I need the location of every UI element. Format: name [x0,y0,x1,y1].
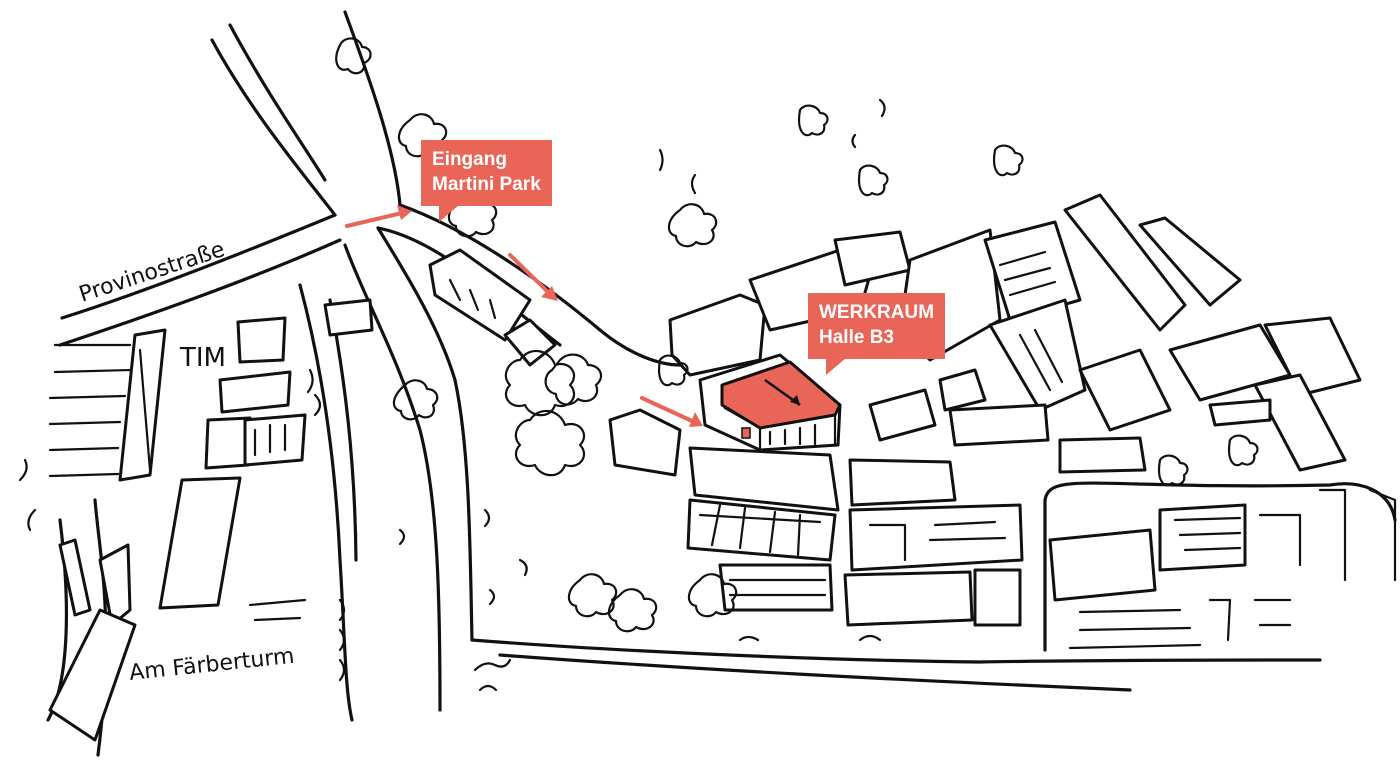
compass-arrow-icon [764,378,801,407]
south-buildings [686,446,1397,652]
street-label-am-faerberturm: Am Färberturm [128,644,296,686]
west-buildings [48,298,374,742]
landmark-label-tim: TIM [179,343,226,373]
arrow-right-icon [345,205,412,228]
werkraum-hall-b3 [698,353,842,452]
entrance-callout-line1: Eingang [432,149,507,170]
arrow-right-icon [508,253,558,301]
north-row-buildings [428,193,1362,477]
arrow-right-icon [640,396,703,427]
venue-callout-line2: Halle B3 [819,327,894,348]
entrance-callout-line2: Martini Park [432,174,541,195]
hall-b3-entrance-marker [741,427,751,439]
vegetation [18,37,1259,692]
entrance-callout: Eingang Martini Park [421,140,552,222]
street-label-provinostrasse: Provinostraße [76,237,228,308]
venue-callout-line1: WERKRAUM [819,302,935,323]
venue-callout: WERKRAUM Halle B3 [808,293,946,375]
route-arrows [345,205,703,427]
